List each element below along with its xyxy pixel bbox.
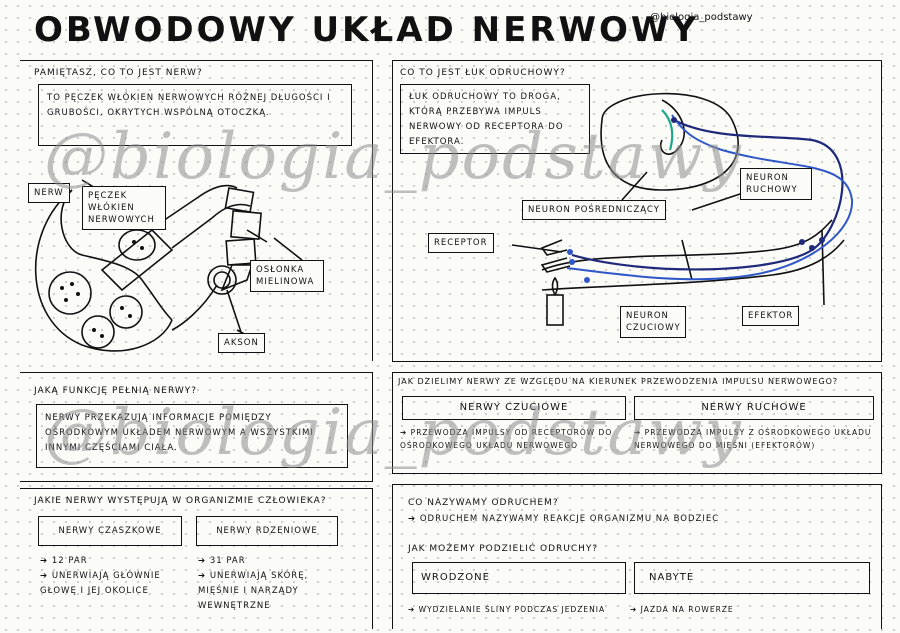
sensory-desc-text: PRZEWODZĄ IMPULSY OD RECEPTORÓW DO OŚROD… bbox=[400, 428, 613, 450]
types-question: JAKIE NERWY WYSTĘPUJĄ W ORGANIZMIE CZŁOW… bbox=[34, 496, 327, 506]
reflex-answer-1-text: ODRUCHEM NAZYWAMY REAKCJE ORGANIZMU NA B… bbox=[419, 514, 720, 524]
label-receptor: RECEPTOR bbox=[428, 233, 494, 253]
sensory-box: NERWY CZUCIOWE bbox=[402, 396, 626, 420]
label-neuron-czuciowy: NEURON CZUCIOWY bbox=[620, 306, 686, 338]
section-frame-types bbox=[20, 488, 373, 629]
nerve-answer: TO PĘCZEK WŁÓKIEN NERWOWYCH RÓŻNEJ DŁUGO… bbox=[47, 93, 331, 118]
reflex-arc-question: CO TO JEST ŁUK ODRUCHOWY? bbox=[400, 68, 566, 78]
cranial-count-text: 12 PAR bbox=[51, 556, 88, 566]
spinal-name: NERWY RDZENIOWE bbox=[216, 526, 318, 536]
reflex-answer-1: ➔ ODRUCHEM NAZYWAMY REAKCJE ORGANIZMU NA… bbox=[408, 514, 720, 524]
reflex-arc-answer: ŁUK ODRUCHOWY TO DROGA, KTÓRĄ PRZEBYWA I… bbox=[409, 92, 564, 147]
innate-name: WRODZONE bbox=[421, 572, 490, 583]
spinal-details: ➔ 31 PAR ➔ UNERWIAJĄ SKÓRĘ, MIĘŚNIE I NA… bbox=[198, 554, 338, 614]
label-nerw: NERW bbox=[28, 183, 70, 203]
label-efektor: EFEKTOR bbox=[742, 306, 800, 326]
function-answer-box: NERWY PRZEKAZUJĄ INFORMACJE POMIĘDZY OŚR… bbox=[36, 404, 348, 468]
motor-desc: ➔ PRZEWODZĄ IMPULSY Z OŚRODKOWEGO UKŁADU… bbox=[634, 428, 872, 450]
section-frame-direction bbox=[392, 372, 882, 474]
label-akson: AKSON bbox=[218, 333, 265, 353]
spinal-desc-text: UNERWIAJĄ SKÓRĘ, MIĘŚNIE I NARZĄDY WEWNĘ… bbox=[198, 571, 309, 611]
section-frame-reflex bbox=[392, 484, 882, 629]
spinal-box: NERWY RDZENIOWE bbox=[196, 516, 338, 546]
function-answer: NERWY PRZEKAZUJĄ INFORMACJE POMIĘDZY OŚR… bbox=[45, 413, 314, 453]
reflex-arc-answer-box: ŁUK ODRUCHOWY TO DROGA, KTÓRĄ PRZEBYWA I… bbox=[400, 84, 590, 154]
cranial-count: ➔ 12 PAR bbox=[40, 556, 88, 566]
section-frame-reflex-arc bbox=[392, 60, 882, 362]
label-oslonka: OSŁONKA MIELINOWA bbox=[250, 260, 324, 292]
page-title: OBWODOWY UKŁAD NERWOWY bbox=[34, 10, 700, 50]
cranial-desc: ➔ UNERWIAJĄ GŁÓWNIE GŁOWĘ I JEJ OKOLICE bbox=[40, 571, 161, 596]
innate-example: ➔ WYDZIELANIE ŚLINY PODCZAS JEDZENIA bbox=[408, 605, 606, 614]
function-question: JAKĄ FUNKCJĘ PEŁNIĄ NERWY? bbox=[34, 386, 198, 396]
acquired-box: NABYTE bbox=[634, 562, 870, 594]
spinal-desc: ➔ UNERWIAJĄ SKÓRĘ, MIĘŚNIE I NARZĄDY WEW… bbox=[198, 571, 309, 611]
cranial-details: ➔ 12 PAR ➔ UNERWIAJĄ GŁÓWNIE GŁOWĘ I JEJ… bbox=[40, 554, 180, 599]
nerve-question: PAMIĘTASZ, CO TO JEST NERW? bbox=[34, 68, 203, 78]
spinal-count: ➔ 31 PAR bbox=[198, 556, 246, 566]
label-neuron-ruchowy: NEURON RUCHOWY bbox=[740, 168, 812, 200]
section-frame-nerve bbox=[20, 60, 373, 361]
nerve-answer-box: TO PĘCZEK WŁÓKIEN NERWOWYCH RÓŻNEJ DŁUGO… bbox=[38, 84, 352, 146]
cranial-box: NERWY CZASZKOWE bbox=[38, 516, 182, 546]
acquired-example: ➔ JAZDA NA ROWERZE bbox=[630, 605, 734, 614]
cranial-name: NERWY CZASZKOWE bbox=[58, 526, 162, 536]
sensory-name: NERWY CZUCIOWE bbox=[459, 402, 569, 413]
innate-box: WRODZONE bbox=[412, 562, 626, 594]
sensory-desc: ➔ PRZEWODZĄ IMPULSY OD RECEPTORÓW DO OŚR… bbox=[400, 428, 613, 450]
cranial-desc-text: UNERWIAJĄ GŁÓWNIE GŁOWĘ I JEJ OKOLICE bbox=[40, 571, 161, 596]
motor-name: NERWY RUCHOWE bbox=[701, 402, 807, 413]
author-handle: @biologia_podstawy bbox=[650, 12, 753, 23]
reflex-question-2: JAK MOŻEMY PODZIELIĆ ODRUCHY? bbox=[408, 544, 599, 554]
direction-question: JAK DZIELIMY NERWY ZE WZGLĘDU NA KIERUNE… bbox=[398, 377, 839, 386]
acquired-name: NABYTE bbox=[649, 572, 695, 583]
motor-desc-text: PRZEWODZĄ IMPULSY Z OŚRODKOWEGO UKŁADU N… bbox=[634, 428, 872, 450]
motor-box: NERWY RUCHOWE bbox=[634, 396, 874, 420]
section-frame-function bbox=[20, 372, 373, 482]
reflex-question-1: CO NAZYWAMY ODRUCHEM? bbox=[408, 498, 559, 508]
label-neuron-posredniczacy: NEURON POŚREDNICZĄCY bbox=[522, 200, 666, 220]
label-peczek: PĘCZEK WŁÓKIEN NERWOWYCH bbox=[82, 186, 166, 230]
reflex-arc-diagram bbox=[511, 92, 854, 326]
spinal-count-text: 31 PAR bbox=[209, 556, 246, 566]
acquired-example-text: JAZDA NA ROWERZE bbox=[640, 605, 734, 614]
innate-example-text: WYDZIELANIE ŚLINY PODCZAS JEDZENIA bbox=[418, 605, 606, 614]
